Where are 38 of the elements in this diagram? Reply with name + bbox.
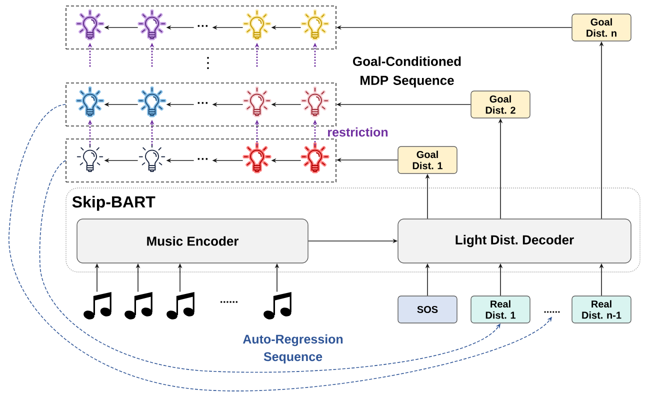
decoder-box: Light Dist. Decoder	[398, 218, 632, 264]
light-bulb-icon	[242, 9, 272, 40]
token-box: Real Dist. n-1	[572, 296, 632, 324]
light-bulb-icon	[300, 9, 330, 40]
annotation-label: restriction	[328, 127, 388, 137]
goal-box: Goal Dist. n	[572, 14, 632, 42]
light-bulb-icon	[138, 9, 166, 40]
dashed-frame	[66, 6, 336, 50]
light-bulb-icon	[76, 9, 104, 40]
light-bulb-icon	[242, 86, 272, 118]
encoder-box: Music Encoder	[76, 218, 308, 264]
light-bulb-icon	[76, 86, 104, 118]
token-box: Real Dist. 1	[470, 296, 530, 324]
light-bulb-icon	[138, 144, 166, 172]
light-bulb-icon	[76, 144, 104, 172]
music-note-icon	[124, 292, 152, 320]
light-bulb-icon	[242, 142, 272, 174]
music-note-icon	[166, 292, 194, 320]
dashed-arrow	[8, 104, 552, 392]
music-note-icon	[84, 292, 112, 320]
token-box: SOS	[398, 296, 458, 324]
vertical-ellipsis: ⋮	[207, 56, 209, 70]
dashed-arrow	[39, 160, 500, 373]
sequence-label: Goal-Conditioned MDP Sequence	[353, 56, 461, 88]
ellipsis: ......	[544, 311, 560, 313]
dashed-frame	[66, 138, 336, 182]
light-bulb-icon	[300, 142, 330, 174]
music-note-icon	[264, 292, 292, 320]
goal-box: Goal Dist. 2	[470, 90, 530, 118]
sequence-label: Auto-Regression Sequence	[242, 334, 343, 364]
light-bulb-icon	[300, 86, 330, 118]
dashed-frame	[66, 82, 336, 126]
ellipsis: ···	[198, 158, 208, 160]
light-bulb-icon	[138, 86, 166, 118]
ellipsis: ···	[198, 102, 208, 104]
ellipsis: ......	[220, 301, 238, 303]
goal-box: Goal Dist. 1	[398, 146, 458, 174]
ellipsis: ···	[198, 25, 208, 27]
